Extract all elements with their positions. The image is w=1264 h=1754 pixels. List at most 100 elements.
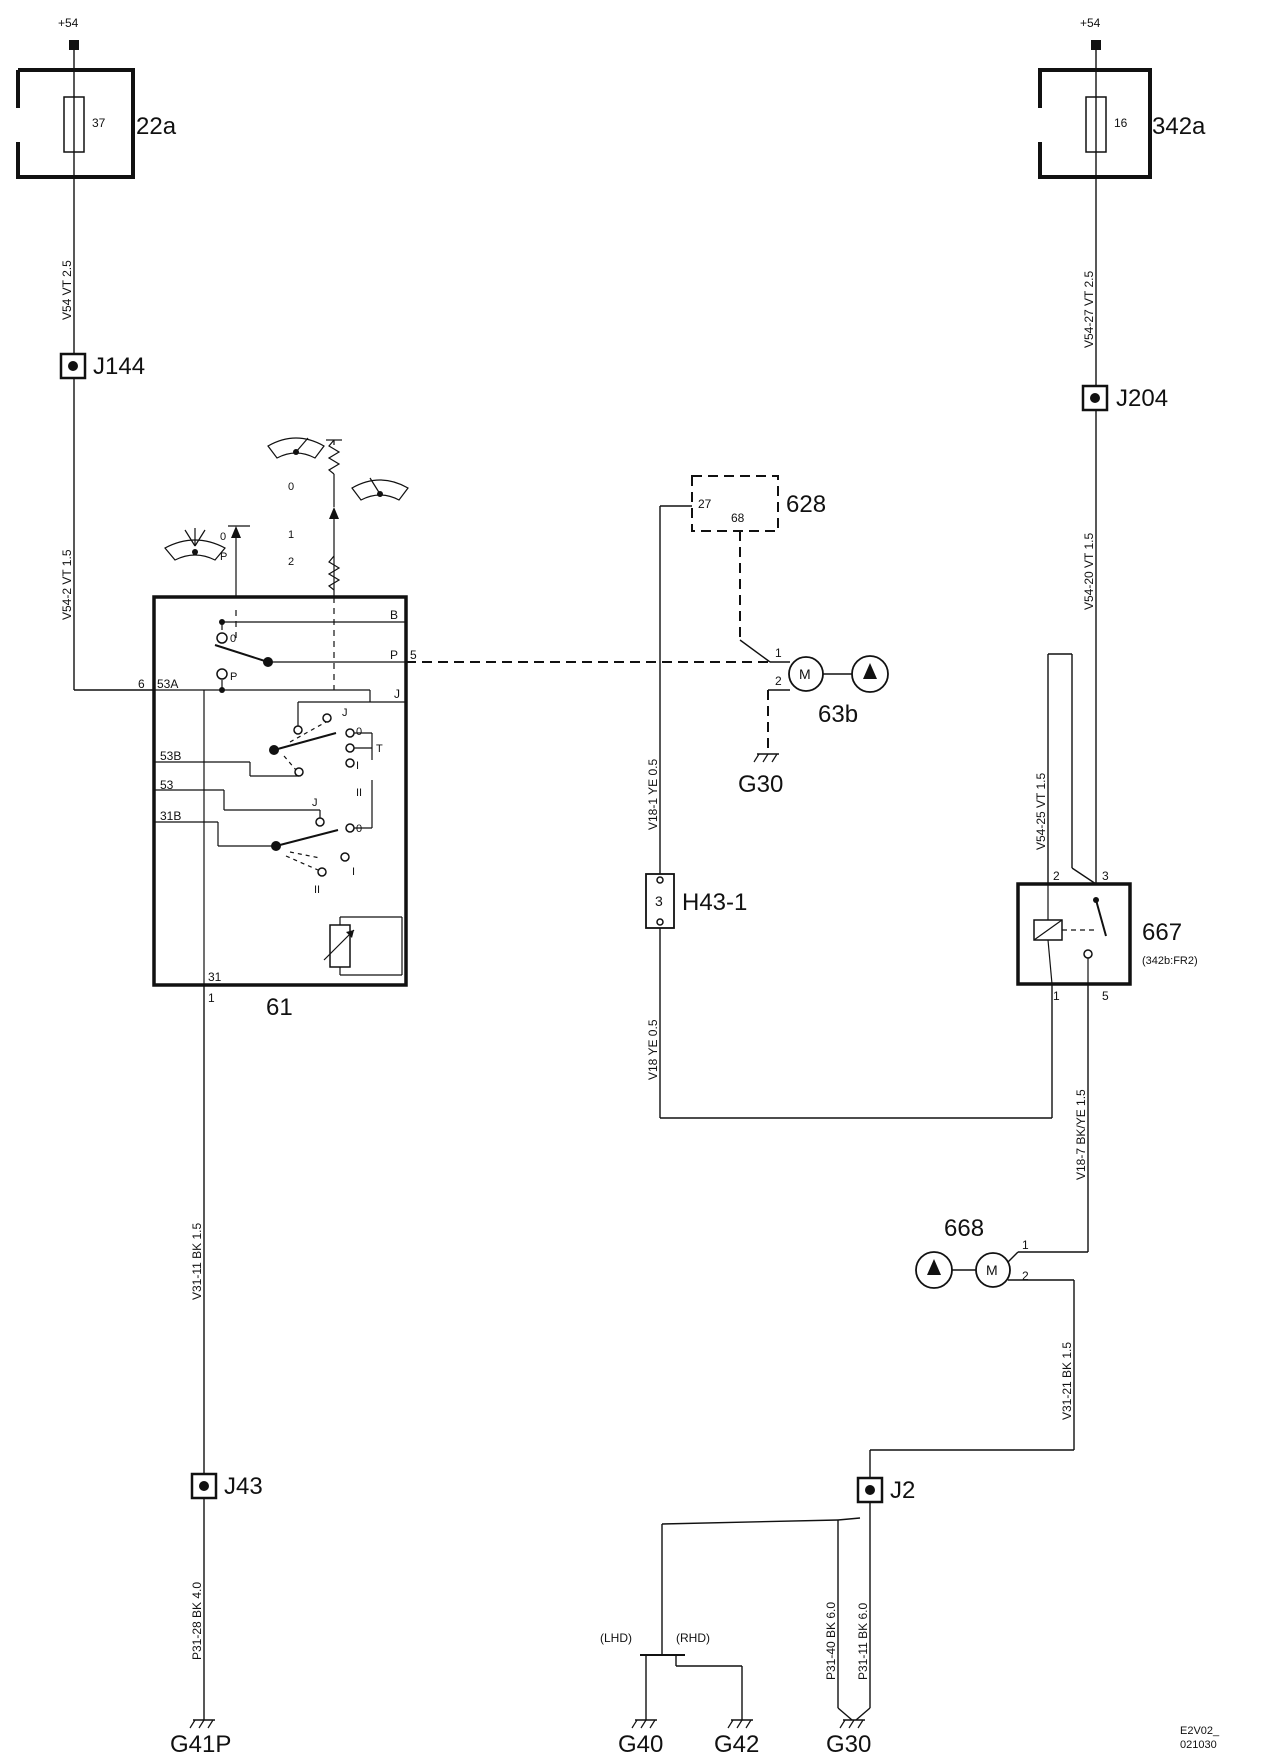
splice-j43: J43	[190, 1472, 263, 1500]
ground-label-g42: G42	[714, 1731, 759, 1754]
relay-ref-342b-fr2: (342b:FR2)	[1142, 955, 1198, 967]
splice-label-j204: J204	[1116, 385, 1168, 412]
wiper-continuous-icon	[351, 477, 409, 501]
motor-668-m: M	[986, 1262, 998, 1278]
ground-symbol-g42: G42	[714, 1719, 759, 1754]
pin-label-6: 6	[138, 677, 145, 691]
component-label-667: 667	[1142, 919, 1182, 946]
ground-label-g30-top: G30	[738, 771, 783, 798]
fuse-box-label-22a: 22a	[136, 113, 177, 140]
pin-label-p: P	[390, 648, 398, 662]
supply-terminal-left	[69, 40, 79, 50]
footer-code-2: 021030	[1180, 1739, 1217, 1751]
fuse-box-342a: +54 16 342a	[1038, 16, 1206, 179]
module-pin-68: 68	[731, 511, 745, 525]
wire-label-v54-20: V54-20 VT 1.5	[1082, 533, 1096, 610]
wire-label-v18-1: V18-1 YE 0.5	[646, 759, 660, 830]
fuse-box-label-342a: 342a	[1152, 113, 1206, 140]
wire-label-p31-40: P31-40 BK 6.0	[824, 1602, 838, 1680]
pin-label-53: 53	[160, 778, 174, 792]
pin-label-53a: 53A	[157, 677, 178, 691]
wire-label-p31-28: P31-28 BK 4.0	[190, 1582, 204, 1660]
motor-63b-pin1: 1	[775, 646, 782, 660]
supply-label-right: +54	[1080, 16, 1101, 30]
contact-label-j-lower: J	[312, 797, 318, 809]
relay-pin-5: 5	[1102, 989, 1109, 1003]
switch-lever-mechanism: 0 P 0 1 2	[220, 439, 342, 690]
splice-label-j43: J43	[224, 1473, 263, 1500]
motor-63b-pin2: 2	[775, 674, 782, 688]
wire-label-p31-11: P31-11 BK 6.0	[856, 1603, 870, 1680]
module-pin-27: 27	[698, 497, 712, 511]
component-label-628: 628	[786, 491, 826, 518]
wire-label-v18: V18 YE 0.5	[646, 1019, 660, 1080]
splice-j2: J2	[856, 1476, 915, 1504]
fuse-box-22a: +54 37 22a	[16, 16, 177, 179]
contact-label-i-upper: I	[356, 760, 359, 772]
footer-code-1: E2V02_	[1180, 1725, 1220, 1737]
contact-label-i-lower: I	[352, 866, 355, 878]
component-label-h43-1: H43-1	[682, 889, 747, 916]
relay-pin-1: 1	[1053, 989, 1060, 1003]
lever-label-p: P	[220, 551, 227, 563]
wiper-washer-icon	[164, 528, 226, 561]
contact-label-t: T	[376, 743, 383, 755]
pin-label-5: 5	[410, 648, 417, 662]
wiper-switch-61: 61 B P 5 J 6 53A 53B 53 31B 31 1 0 P J	[138, 595, 417, 1021]
pin-label-31b: 31B	[160, 809, 181, 823]
wire-label-v54-25: V54-25 VT 1.5	[1034, 773, 1048, 850]
module-628: 27 68 628	[691, 475, 826, 532]
wire-label-v54-2-1.5: V54-2 VT 1.5	[60, 549, 74, 620]
lever-label-0-upper: 0	[288, 481, 294, 493]
motor-63b-m: M	[799, 666, 811, 682]
lever-label-1: 1	[288, 529, 294, 541]
ground-label-g30-bottom: G30	[826, 1731, 871, 1754]
lhd-rhd-ground-split: (LHD) (RHD)	[600, 1631, 743, 1720]
relay-667: 2 3 1 5 667 (342b:FR2)	[1016, 869, 1198, 1003]
wiper-interval-icon	[267, 437, 325, 459]
motor-668-pin2: 2	[1022, 1269, 1029, 1283]
wire-label-v18-7: V18-7 BK/YE 1.5	[1074, 1089, 1088, 1180]
contact-label-0-lower: 0	[356, 823, 362, 835]
label-rhd: (RHD)	[676, 1631, 710, 1645]
ground-symbol-g41p: G41P	[170, 1719, 231, 1754]
contact-label-p: P	[230, 671, 237, 683]
supply-label-left: +54	[58, 16, 79, 30]
fuse-number-16: 16	[1114, 116, 1128, 130]
ground-label-g40: G40	[618, 1731, 663, 1754]
motor-63b: M 1 2 63b	[767, 646, 889, 754]
splice-label-j144: J144	[93, 353, 145, 380]
ground-symbol-g30-bottom: G30	[826, 1719, 871, 1754]
contact-label-0: 0	[230, 633, 236, 645]
ground-label-g41p: G41P	[170, 1731, 231, 1754]
lever-label-2: 2	[288, 556, 294, 568]
wire-label-v31-11: V31-11 BK 1.5	[190, 1223, 204, 1300]
component-label-668: 668	[944, 1215, 984, 1242]
fuse-number-37: 37	[92, 116, 106, 130]
wire-label-v54-27: V54-27 VT 2.5	[1082, 271, 1096, 348]
splice-j204: J204	[1081, 384, 1168, 412]
component-label-61: 61	[266, 994, 293, 1021]
ground-symbol-g30-top: G30	[738, 753, 783, 798]
lever-label-0: 0	[220, 531, 226, 543]
splice-j144: J144	[59, 352, 145, 380]
pin-label-b: B	[390, 608, 398, 622]
wire-label-v31-21: V31-21 BK 1.5	[1060, 1342, 1074, 1420]
relay-pin-3: 3	[1102, 869, 1109, 883]
pin-label-31: 31	[208, 970, 222, 984]
label-lhd: (LHD)	[600, 1631, 632, 1645]
pin-label-1: 1	[208, 991, 215, 1005]
contact-label-j-upper: J	[342, 707, 348, 719]
pin-label-j: J	[394, 687, 400, 701]
contact-label-ii-upper: II	[356, 787, 362, 799]
contact-label-0-upper: 0	[356, 726, 362, 738]
splice-label-j2: J2	[890, 1477, 915, 1504]
motor-668-pin1: 1	[1022, 1238, 1029, 1252]
pin-label-53b: 53B	[160, 749, 181, 763]
connector-pin-3: 3	[655, 893, 663, 909]
relay-pin-2: 2	[1053, 869, 1060, 883]
connector-h43-1: 3 H43-1	[645, 873, 747, 929]
wire-label-v54-2.5: V54 VT 2.5	[60, 260, 74, 320]
supply-terminal-right	[1091, 40, 1101, 50]
